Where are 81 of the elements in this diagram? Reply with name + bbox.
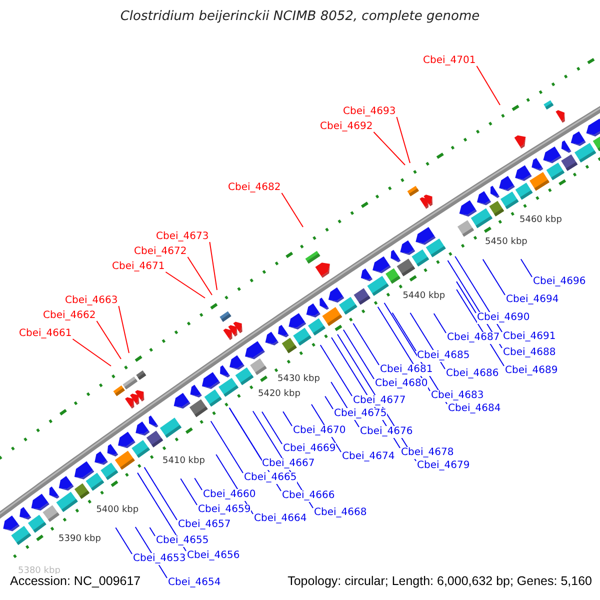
info-text: Accession: NC_009617 [10,574,141,589]
gene-label: Cbei_4659 [198,504,251,516]
scale-label: 5390 kbp [58,533,101,546]
leader-line [456,281,476,314]
gene-label: Cbei_4687 [447,332,500,344]
leader-line [433,312,446,334]
gene-label: Cbei_4688 [503,347,556,359]
leader-line [282,411,292,426]
gene-label: Cbei_4655 [156,535,209,547]
gene-label: Cbei_4680 [375,378,428,390]
leader-line [228,408,262,460]
scale-label: 5440 kbp [402,290,446,302]
leader-line [281,192,304,228]
gene-label: Cbei_4671 [112,261,165,273]
leader-line [209,242,218,290]
leader-line [520,258,532,278]
gene-label: Cbei_4694 [506,294,559,306]
leader-line [118,306,130,354]
gene-label: Cbei_4668 [314,507,367,519]
gene-label: Cbei_4657 [178,519,231,531]
gene-label: Cbei_4665 [244,472,297,484]
leader-line [352,322,380,366]
leader-line [180,478,198,506]
leader-line [72,338,112,366]
gene-label: Cbei_4664 [254,513,307,525]
scale-label: 5460 kbp [520,214,562,226]
gene-label: Cbei_4653 [133,553,186,565]
leader-line [210,420,244,474]
leader-line [373,132,406,166]
gene-label: Cbei_4696 [533,276,586,288]
gene-label: Cbei_4669 [283,443,336,455]
leader-line [396,116,410,164]
leader-line [342,329,374,380]
gene-label: Cbei_4675 [334,408,387,420]
scale-label: 5450 kbp [484,236,528,248]
leader-line [324,396,334,410]
scale-label: 5400 kbp [96,504,139,516]
gene-label: Cbei_4693 [343,106,396,118]
leader-line [187,256,212,296]
gene-label: Cbei_4677 [353,395,406,407]
scale-label: 5430 kbp [278,372,320,385]
gene-label: Cbei_4673 [156,231,209,243]
gene-label: Cbei_4661 [19,328,72,340]
gene-label: Cbei_4684 [448,403,501,415]
gene-label: Cbei_4670 [293,425,346,437]
leader-line [261,411,282,444]
gene-label: Cbei_4676 [360,426,413,438]
gene-label: Cbei_4660 [203,489,256,501]
gene-label: Cbei_4691 [503,331,556,343]
gene-label: Cbei_4683 [431,390,484,402]
gene-label: Cbei_4685 [417,350,470,362]
gene-label: Cbei_4701 [423,55,476,67]
gene-label: Cbei_4666 [282,490,335,502]
gene-label: Cbei_4692 [320,121,373,133]
leader-line [149,527,156,536]
leader-line [194,478,202,490]
gene-label: Cbei_4662 [43,310,96,322]
gene-label: Cbei_4682 [228,182,281,194]
gene-label: Cbei_4681 [380,364,433,376]
leader-line [320,344,352,396]
leader-line [392,312,416,352]
gene-label: Cbei_4672 [134,246,187,258]
scale-label: 5410 kbp [162,455,205,467]
leader-line [144,466,178,520]
gene-label: Cbei_4674 [342,451,395,463]
gene-label: Cbei_4679 [417,460,470,472]
gene-label: Cbei_4690 [477,312,530,324]
gene-label: Cbei_4656 [187,550,240,562]
gene-label: Cbei_4689 [505,365,558,377]
info-text: Topology: circular; Length: 6,000,632 bp; Genes: 5,160 [288,574,592,589]
leader-line [476,66,500,106]
leader-line [96,320,122,360]
scale-label: 5420 kbp [258,388,300,400]
gene-label: Cbei_4667 [262,458,315,470]
leader-line [482,258,506,296]
gene-label: Cbei_4686 [446,368,499,380]
leader-line [115,527,132,554]
gene-label: Cbei_4663 [65,295,118,307]
gene-label: Cbei_4654 [168,577,221,589]
leader-line [165,272,206,298]
gene-label: Cbei_4678 [401,447,454,459]
